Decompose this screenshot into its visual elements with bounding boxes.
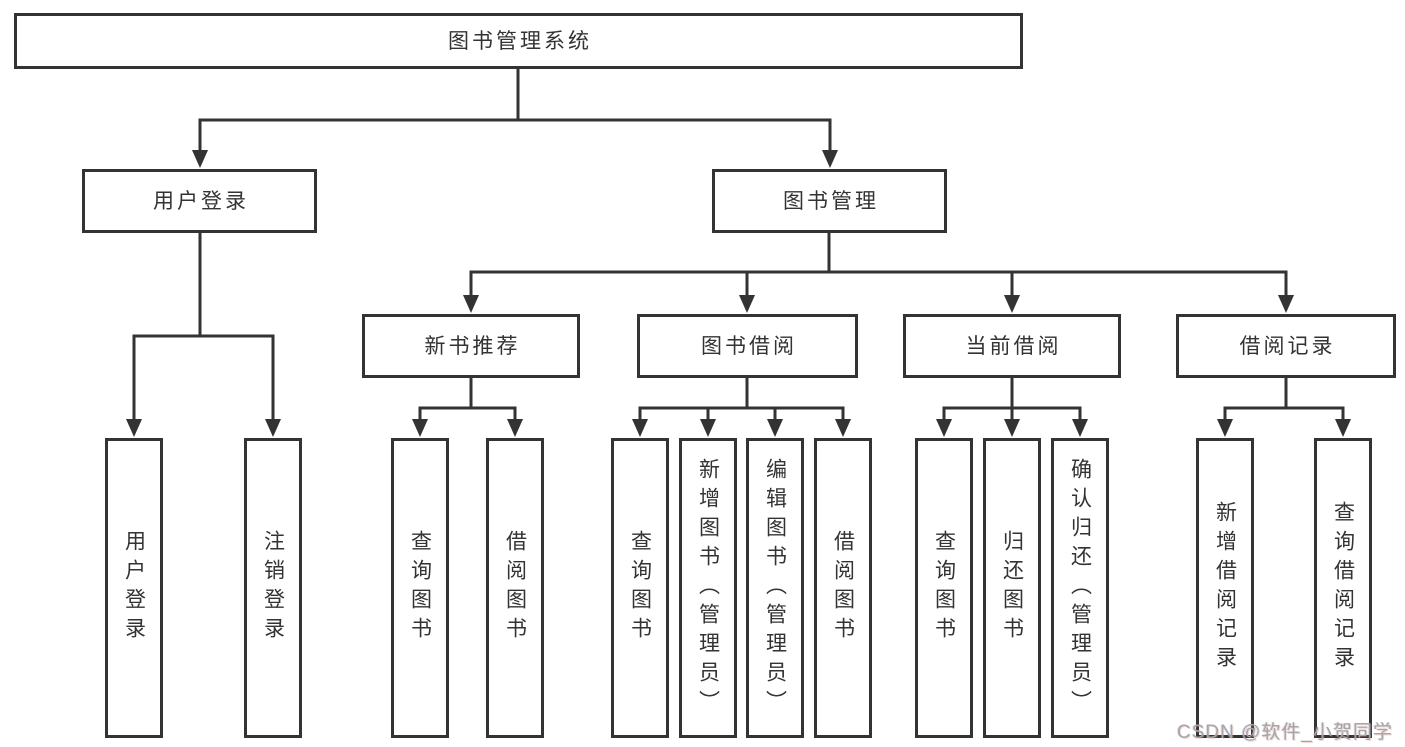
csdn-watermark: CSDN @软件_小贺同学: [1177, 722, 1393, 743]
connector-user-login-children: [132, 227, 275, 423]
connector-book-borrow-children: [638, 373, 845, 423]
leaf-add-borrow-record: 新增借阅记录: [1196, 438, 1254, 738]
arrowhead: [1335, 419, 1351, 437]
node-label: 新增图书（管理员）: [696, 457, 720, 719]
node-label: 借阅图书: [831, 530, 855, 646]
node-label: 编辑图书（管理员）: [763, 457, 787, 719]
node-label: 查询图书: [408, 530, 432, 646]
node-label: 图书管理: [783, 189, 879, 213]
node-root-system: 图书管理系统: [14, 13, 1023, 69]
leaf-return-book: 归还图书: [983, 438, 1041, 738]
leaf-logout: 注销登录: [244, 438, 302, 738]
leaf-borrow-books: 借阅图书: [814, 438, 872, 738]
node-user-login: 用户登录: [82, 169, 317, 233]
node-current-borrow: 当前借阅: [903, 314, 1121, 378]
node-label: 查询借阅记录: [1331, 501, 1355, 675]
arrowhead: [1278, 295, 1294, 313]
node-label: 新增借阅记录: [1213, 501, 1237, 675]
arrowhead: [700, 419, 716, 437]
arrowhead: [1004, 295, 1020, 313]
node-label: 注销登录: [261, 530, 285, 646]
leaf-query-books-current: 查询图书: [915, 438, 973, 738]
node-label: 图书管理系统: [448, 29, 592, 53]
node-new-book-recommend: 新书推荐: [362, 314, 580, 378]
node-label: 用户登录: [153, 189, 249, 213]
leaf-query-borrow-record: 查询借阅记录: [1314, 438, 1372, 738]
arrowhead: [507, 419, 523, 437]
arrowhead: [463, 295, 479, 313]
leaf-borrow-books-recommend: 借阅图书: [486, 438, 544, 738]
arrowhead: [1217, 419, 1233, 437]
node-label: 归还图书: [1000, 530, 1024, 646]
arrowhead: [936, 419, 952, 437]
node-book-borrow: 图书借阅: [637, 314, 858, 378]
node-label: 借阅图书: [503, 530, 527, 646]
arrowhead: [632, 419, 648, 437]
node-label: 图书借阅: [701, 334, 797, 358]
arrowhead: [1072, 419, 1088, 437]
connector-current-borrow-children: [942, 373, 1082, 423]
leaf-query-books-borrow: 查询图书: [611, 438, 669, 738]
connector-new-book-rec-children: [418, 373, 517, 423]
node-label: 借阅记录: [1239, 334, 1336, 358]
arrowhead: [412, 419, 428, 437]
connector-root-to-level2: [198, 64, 832, 154]
arrowhead: [126, 419, 142, 437]
arrowhead: [739, 295, 755, 313]
node-label: 当前借阅: [965, 334, 1062, 358]
node-label: 查询图书: [932, 530, 956, 646]
node-label: 查询图书: [628, 530, 652, 646]
node-label: 新书推荐: [424, 334, 521, 358]
arrowhead: [835, 419, 851, 437]
arrowhead: [1004, 419, 1020, 437]
connector-book-mgmt-children: [469, 227, 1288, 299]
leaf-query-books-recommend: 查询图书: [391, 438, 449, 738]
arrowhead: [822, 150, 838, 168]
connector-borrow-records-children: [1223, 373, 1345, 423]
node-label: 用户登录: [122, 530, 146, 646]
node-label: 确认归还（管理员）: [1068, 457, 1092, 719]
node-borrow-records: 借阅记录: [1176, 314, 1396, 378]
arrowhead: [265, 419, 281, 437]
leaf-add-book-admin: 新增图书（管理员）: [679, 438, 737, 738]
leaf-confirm-return-admin: 确认归还（管理员）: [1051, 438, 1109, 738]
arrowhead: [192, 150, 208, 168]
arrowhead: [767, 419, 783, 437]
leaf-edit-book-admin: 编辑图书（管理员）: [746, 438, 804, 738]
node-book-management: 图书管理: [712, 169, 947, 233]
leaf-user-login: 用户登录: [105, 438, 163, 738]
